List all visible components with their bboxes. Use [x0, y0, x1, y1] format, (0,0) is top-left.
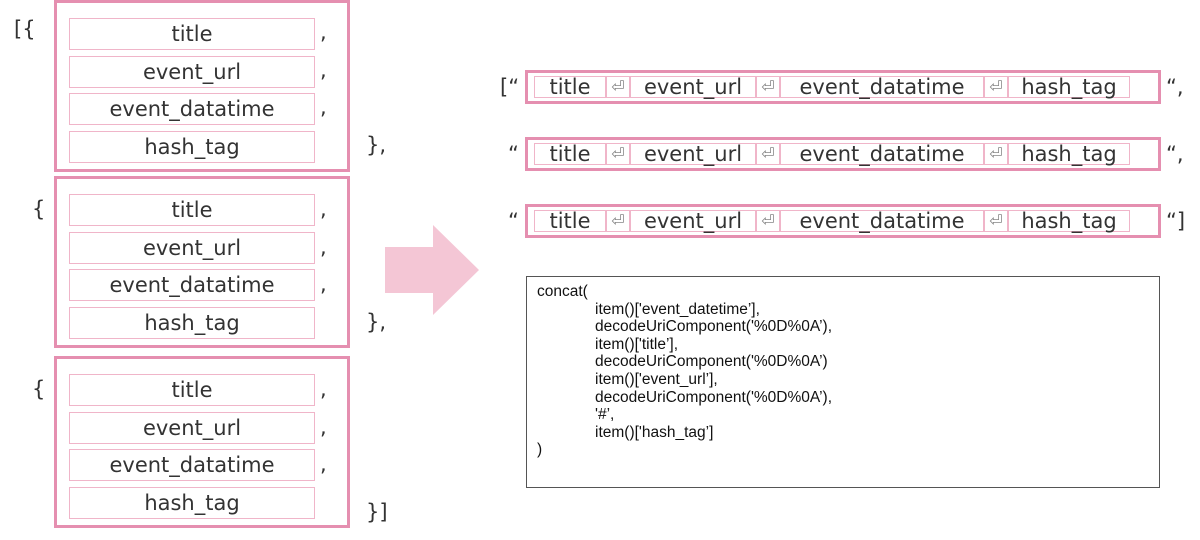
newline-icon: ⏎: [756, 76, 780, 98]
field-event-url: event_url: [69, 232, 315, 264]
open-object-brace: {: [32, 197, 46, 221]
concat-expression-box: concat( item()['event_datetime’], decode…: [526, 276, 1160, 488]
field-event-datatime: event_datatime: [69, 93, 315, 125]
code-line: item()['hash_tag’]: [595, 423, 714, 441]
close-object-brace: },: [366, 133, 387, 157]
cell-hash-tag: hash_tag: [1008, 76, 1130, 98]
field-title: title: [69, 194, 315, 226]
comma: ,: [320, 377, 327, 401]
row-close-quote: “,: [1166, 75, 1184, 99]
cell-title: title: [534, 76, 606, 98]
row-open-quote: “: [508, 209, 519, 233]
code-line: decodeUriComponent('%0D%0A’),: [595, 318, 833, 336]
json-object-2: title event_url event_datatime hash_tag: [54, 176, 350, 348]
newline-icon: ⏎: [984, 210, 1008, 232]
comma: ,: [320, 197, 327, 221]
comma: ,: [320, 272, 327, 296]
code-line: decodeUriComponent('%0D%0A’): [595, 353, 828, 371]
json-object-1: title event_url event_datatime hash_tag: [54, 0, 350, 172]
code-line: decodeUriComponent('%0D%0A’),: [595, 388, 833, 406]
comma: ,: [320, 95, 327, 119]
field-title: title: [69, 374, 315, 406]
cell-event-url: event_url: [630, 143, 756, 165]
field-hash-tag: hash_tag: [69, 487, 315, 519]
comma: ,: [320, 415, 327, 439]
code-line: '#’,: [595, 406, 615, 424]
code-line: ): [537, 441, 543, 459]
row-close-quote: “,: [1166, 142, 1184, 166]
comma: ,: [320, 235, 327, 259]
comma: ,: [320, 452, 327, 476]
code-line: item()['title’],: [595, 335, 679, 353]
field-event-url: event_url: [69, 56, 315, 88]
row-open-quote: “: [508, 142, 519, 166]
cell-hash-tag: hash_tag: [1008, 210, 1130, 232]
field-hash-tag: hash_tag: [69, 307, 315, 339]
cell-event-datatime: event_datatime: [780, 143, 984, 165]
comma: ,: [320, 20, 327, 44]
cell-event-datatime: event_datatime: [780, 76, 984, 98]
code-line: concat(: [537, 283, 588, 300]
cell-event-url: event_url: [630, 210, 756, 232]
cell-event-datatime: event_datatime: [780, 210, 984, 232]
newline-icon: ⏎: [606, 143, 630, 165]
cell-event-url: event_url: [630, 76, 756, 98]
field-event-datatime: event_datatime: [69, 449, 315, 481]
newline-icon: ⏎: [756, 210, 780, 232]
concat-row-1: title ⏎ event_url ⏎ event_datatime ⏎ has…: [525, 70, 1161, 104]
field-event-url: event_url: [69, 412, 315, 444]
open-array-brace: [{: [14, 17, 36, 41]
newline-icon: ⏎: [606, 210, 630, 232]
code-line: item()['event_datetime’],: [595, 300, 760, 318]
comma: ,: [320, 58, 327, 82]
close-array-brace: }]: [366, 500, 388, 524]
field-title: title: [69, 18, 315, 50]
row-open-quote: [“: [500, 75, 520, 99]
concat-row-3: title ⏎ event_url ⏎ event_datatime ⏎ has…: [525, 204, 1161, 238]
newline-icon: ⏎: [984, 143, 1008, 165]
concat-row-2: title ⏎ event_url ⏎ event_datatime ⏎ has…: [525, 137, 1161, 171]
field-event-datatime: event_datatime: [69, 269, 315, 301]
newline-icon: ⏎: [606, 76, 630, 98]
field-hash-tag: hash_tag: [69, 131, 315, 163]
open-object-brace: {: [32, 377, 46, 401]
code-line: item()['event_url’],: [595, 370, 718, 388]
transform-arrow-icon: [385, 225, 479, 315]
json-object-3: title event_url event_datatime hash_tag: [54, 356, 350, 528]
cell-hash-tag: hash_tag: [1008, 143, 1130, 165]
cell-title: title: [534, 210, 606, 232]
newline-icon: ⏎: [984, 76, 1008, 98]
cell-title: title: [534, 143, 606, 165]
close-object-brace: },: [366, 310, 387, 334]
newline-icon: ⏎: [756, 143, 780, 165]
row-close-quote: “]: [1166, 209, 1186, 233]
